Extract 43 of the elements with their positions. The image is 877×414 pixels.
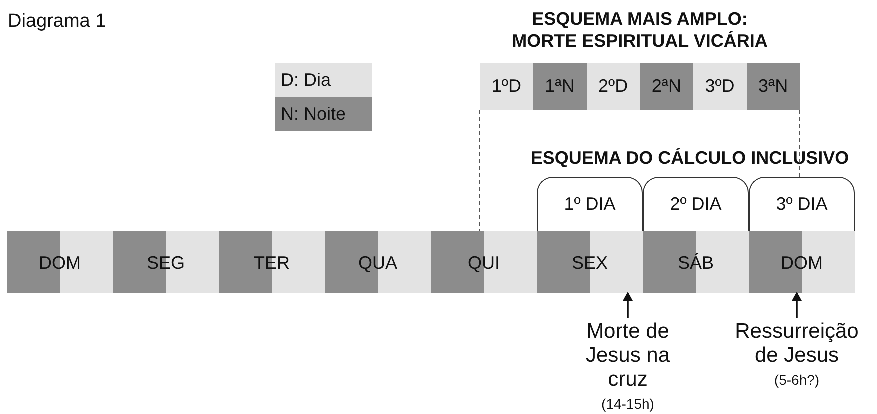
day-count-tab bbox=[537, 177, 643, 231]
legend-text: D: Dia bbox=[281, 68, 332, 92]
night-cell bbox=[746, 63, 800, 110]
event-note: Morte de Jesus na cruz bbox=[584, 320, 672, 392]
day-cell bbox=[693, 63, 747, 110]
day-count-tab bbox=[643, 177, 749, 231]
weekday-block bbox=[537, 231, 643, 293]
tab-label: 1º DIA bbox=[564, 193, 616, 216]
weekday-block bbox=[643, 231, 749, 293]
night-cell bbox=[640, 63, 694, 110]
tab-label: 2º DIA bbox=[670, 193, 722, 216]
cell-label: 1ºD bbox=[492, 75, 522, 98]
weekday-label: SEX bbox=[570, 252, 610, 275]
weekday-label: SEG bbox=[146, 252, 186, 275]
weekday-block bbox=[113, 231, 219, 293]
weekday-label: QUA bbox=[357, 252, 398, 275]
arrow bbox=[792, 292, 802, 318]
weekday-label: DOM bbox=[780, 252, 824, 275]
arrow bbox=[623, 292, 633, 318]
cell-label: 3ºD bbox=[705, 75, 735, 98]
tab-label: 3º DIA bbox=[776, 193, 828, 216]
time-note: (5-6h?) bbox=[774, 371, 820, 390]
cell-label: 2ºD bbox=[598, 75, 628, 98]
weekday-label: SÁB bbox=[676, 252, 716, 275]
event-note: Ressurreição de Jesus bbox=[734, 320, 860, 368]
weekday-label: DOM bbox=[38, 252, 82, 275]
weekday-block bbox=[749, 231, 855, 293]
legend-text: N: Noite bbox=[281, 102, 346, 126]
weekday-block bbox=[7, 231, 113, 293]
diagram-title: Diagrama 1 bbox=[8, 10, 106, 34]
cell-label: 1ªN bbox=[545, 75, 575, 98]
weekday-block bbox=[431, 231, 537, 293]
cell-label: 3ªN bbox=[758, 75, 788, 98]
section-heading: ESQUEMA DO CÁLCULO INCLUSIVO bbox=[530, 147, 850, 170]
cell-label: 2ªN bbox=[652, 75, 682, 98]
day-cell bbox=[586, 63, 640, 110]
time-note: (14-15h) bbox=[602, 395, 654, 414]
weekday-block bbox=[219, 231, 325, 293]
day-count-tab bbox=[749, 177, 855, 231]
night-cell bbox=[533, 63, 587, 110]
day-cell bbox=[480, 63, 534, 110]
section-heading: ESQUEMA MAIS AMPLO: MORTE ESPIRITUAL VICÁRIA bbox=[511, 8, 769, 52]
weekday-block bbox=[325, 231, 431, 293]
